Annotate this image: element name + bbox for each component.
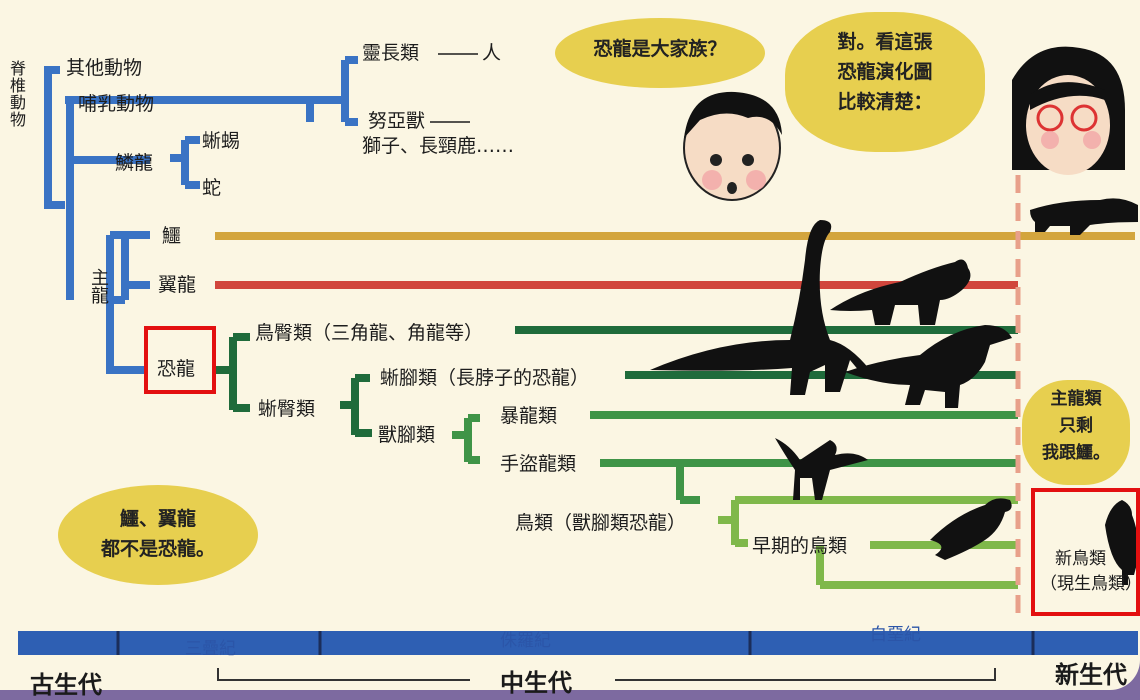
- era-jurassic: 侏羅紀: [500, 631, 551, 651]
- era-cenozoic: 新生代: [1055, 661, 1127, 689]
- label-saurischia: 蜥臀類: [258, 398, 316, 420]
- label-archosaurs: 主龍: [91, 268, 109, 307]
- blue-branches: [44, 56, 358, 374]
- early-bird-silhouette: [775, 438, 868, 500]
- label-nuya-beast: 努亞獸: [368, 110, 426, 132]
- sauropod-silhouette: [650, 220, 870, 395]
- primates-dash: [438, 53, 478, 55]
- left-speech-line-1: 鱷、翼龍: [119, 508, 196, 530]
- woman-speech-line-1: 對。看這張: [837, 31, 933, 53]
- left-speech-bubble: [58, 485, 258, 585]
- woman-speech-bubble: [785, 12, 985, 152]
- label-sauropoda: 蜥腳類（長脖子的恐龍）: [380, 367, 590, 389]
- boy-face: [683, 91, 782, 201]
- dinosaur-silhouettes: [650, 198, 1139, 585]
- era-paleozoic: 古生代: [30, 671, 102, 699]
- label-other-animals: 其他動物: [66, 57, 143, 79]
- right-speech-line-2: 只剩: [1059, 416, 1093, 436]
- label-vertebrates: 脊椎動物: [9, 59, 26, 129]
- right-speech-bubble: [1022, 380, 1130, 485]
- label-maniraptor: 手盜龍類: [500, 453, 577, 475]
- woman-face: [1012, 46, 1125, 175]
- right-speech-line-3: 我跟鱷。: [1042, 443, 1110, 463]
- left-speech-line-2: 都不是恐龍。: [100, 538, 215, 560]
- nuya-dash: [430, 121, 470, 123]
- label-birds: 鳥類（獸腳類恐龍）: [515, 512, 687, 534]
- label-primates: 靈長類: [362, 42, 420, 64]
- label-lizard: 蜥蜴: [202, 130, 241, 152]
- modern-bird-silhouette: [1105, 500, 1139, 585]
- era-cretaceous: 白堊紀: [870, 625, 921, 645]
- label-tyrannosaur: 暴龍類: [500, 405, 558, 427]
- label-early-birds: 早期的鳥類: [752, 535, 848, 557]
- archaeopteryx-silhouette: [930, 498, 1012, 560]
- label-pterosaur: 翼龍: [158, 274, 197, 296]
- crocodile-silhouette: [1030, 198, 1138, 235]
- era-mesozoic: 中生代: [500, 669, 572, 697]
- boy-speech-bubble: [555, 18, 765, 88]
- woman-speech-line-3: 比較清楚：: [837, 91, 933, 113]
- trex-silhouette: [845, 325, 1012, 408]
- right-speech-line-1: 主龍類: [1050, 389, 1102, 409]
- label-lion-giraffe: 獅子、長頸鹿……: [362, 135, 515, 157]
- highlight-neornithes: [1031, 488, 1140, 616]
- triceratops-silhouette: [830, 259, 971, 325]
- era-triassic: 三疊紀: [185, 639, 236, 659]
- highlight-dinosaur: [144, 326, 216, 394]
- woman-speech-line-2: 恐龍演化圖: [837, 61, 933, 83]
- label-ornithischia: 鳥臀類（三角龍、角龍等）: [255, 322, 484, 344]
- label-neornithes-1: 新鳥類: [1055, 549, 1106, 569]
- label-lepidosaurs: 鱗龍: [115, 152, 154, 174]
- mesozoic-bracket: [217, 668, 996, 681]
- label-crocodile: 鱷: [162, 225, 182, 247]
- label-theropoda: 獸腳類: [378, 424, 436, 446]
- era-bar: [18, 631, 1138, 655]
- label-mammals: 哺乳動物: [78, 93, 155, 115]
- label-snake: 蛇: [202, 177, 222, 199]
- boy-speech-text: 恐龍是大家族？: [593, 38, 727, 60]
- label-neornithes-2: （現生鳥類）: [1040, 574, 1140, 594]
- label-human: 人: [482, 42, 502, 64]
- label-dinosaur: 恐龍: [157, 358, 196, 380]
